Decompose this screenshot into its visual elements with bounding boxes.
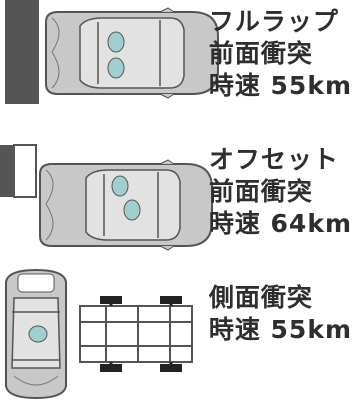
full-lap-speed: 時速 55km xyxy=(208,71,352,100)
full-lap-type: 前面衝突 xyxy=(208,39,313,68)
airbag-driver xyxy=(111,175,129,197)
offset-diagram xyxy=(0,144,213,251)
car-top-view xyxy=(45,7,219,99)
offset-barrier-block xyxy=(13,144,37,198)
full-lap-diagram xyxy=(5,0,219,104)
side-impact-label: 側面衝突 時速 55km xyxy=(209,282,352,346)
airbag-driver xyxy=(107,31,125,53)
full-lap-label: フルラップ 前面衝突 時速 55km xyxy=(209,6,352,102)
side-impact-type: 側面衝突 xyxy=(208,283,313,312)
airbag-side xyxy=(28,325,48,343)
offset-title: オフセット xyxy=(208,145,339,174)
offset-label: オフセット 前面衝突 時速 64km xyxy=(209,144,352,240)
side-impact-panel: 側面衝突 時速 55km xyxy=(0,266,360,401)
moving-deformable-barrier xyxy=(79,296,193,372)
offset-type: 前面衝突 xyxy=(208,177,313,206)
airbag-passenger xyxy=(123,199,141,221)
car-top-view xyxy=(39,159,213,251)
offset-speed: 時速 64km xyxy=(208,209,352,238)
offset-barrier-dark xyxy=(0,145,14,197)
car-side-view-topdown xyxy=(5,268,67,400)
full-lap-title: フルラップ xyxy=(208,7,339,36)
offset-frontal-panel: オフセット 前面衝突 時速 64km xyxy=(0,140,360,260)
full-lap-frontal-panel: フルラップ 前面衝突 時速 55km xyxy=(0,0,360,110)
side-impact-diagram xyxy=(5,268,193,400)
airbag-passenger xyxy=(107,57,125,79)
side-impact-speed: 時速 55km xyxy=(208,315,352,344)
rigid-barrier xyxy=(5,0,39,104)
